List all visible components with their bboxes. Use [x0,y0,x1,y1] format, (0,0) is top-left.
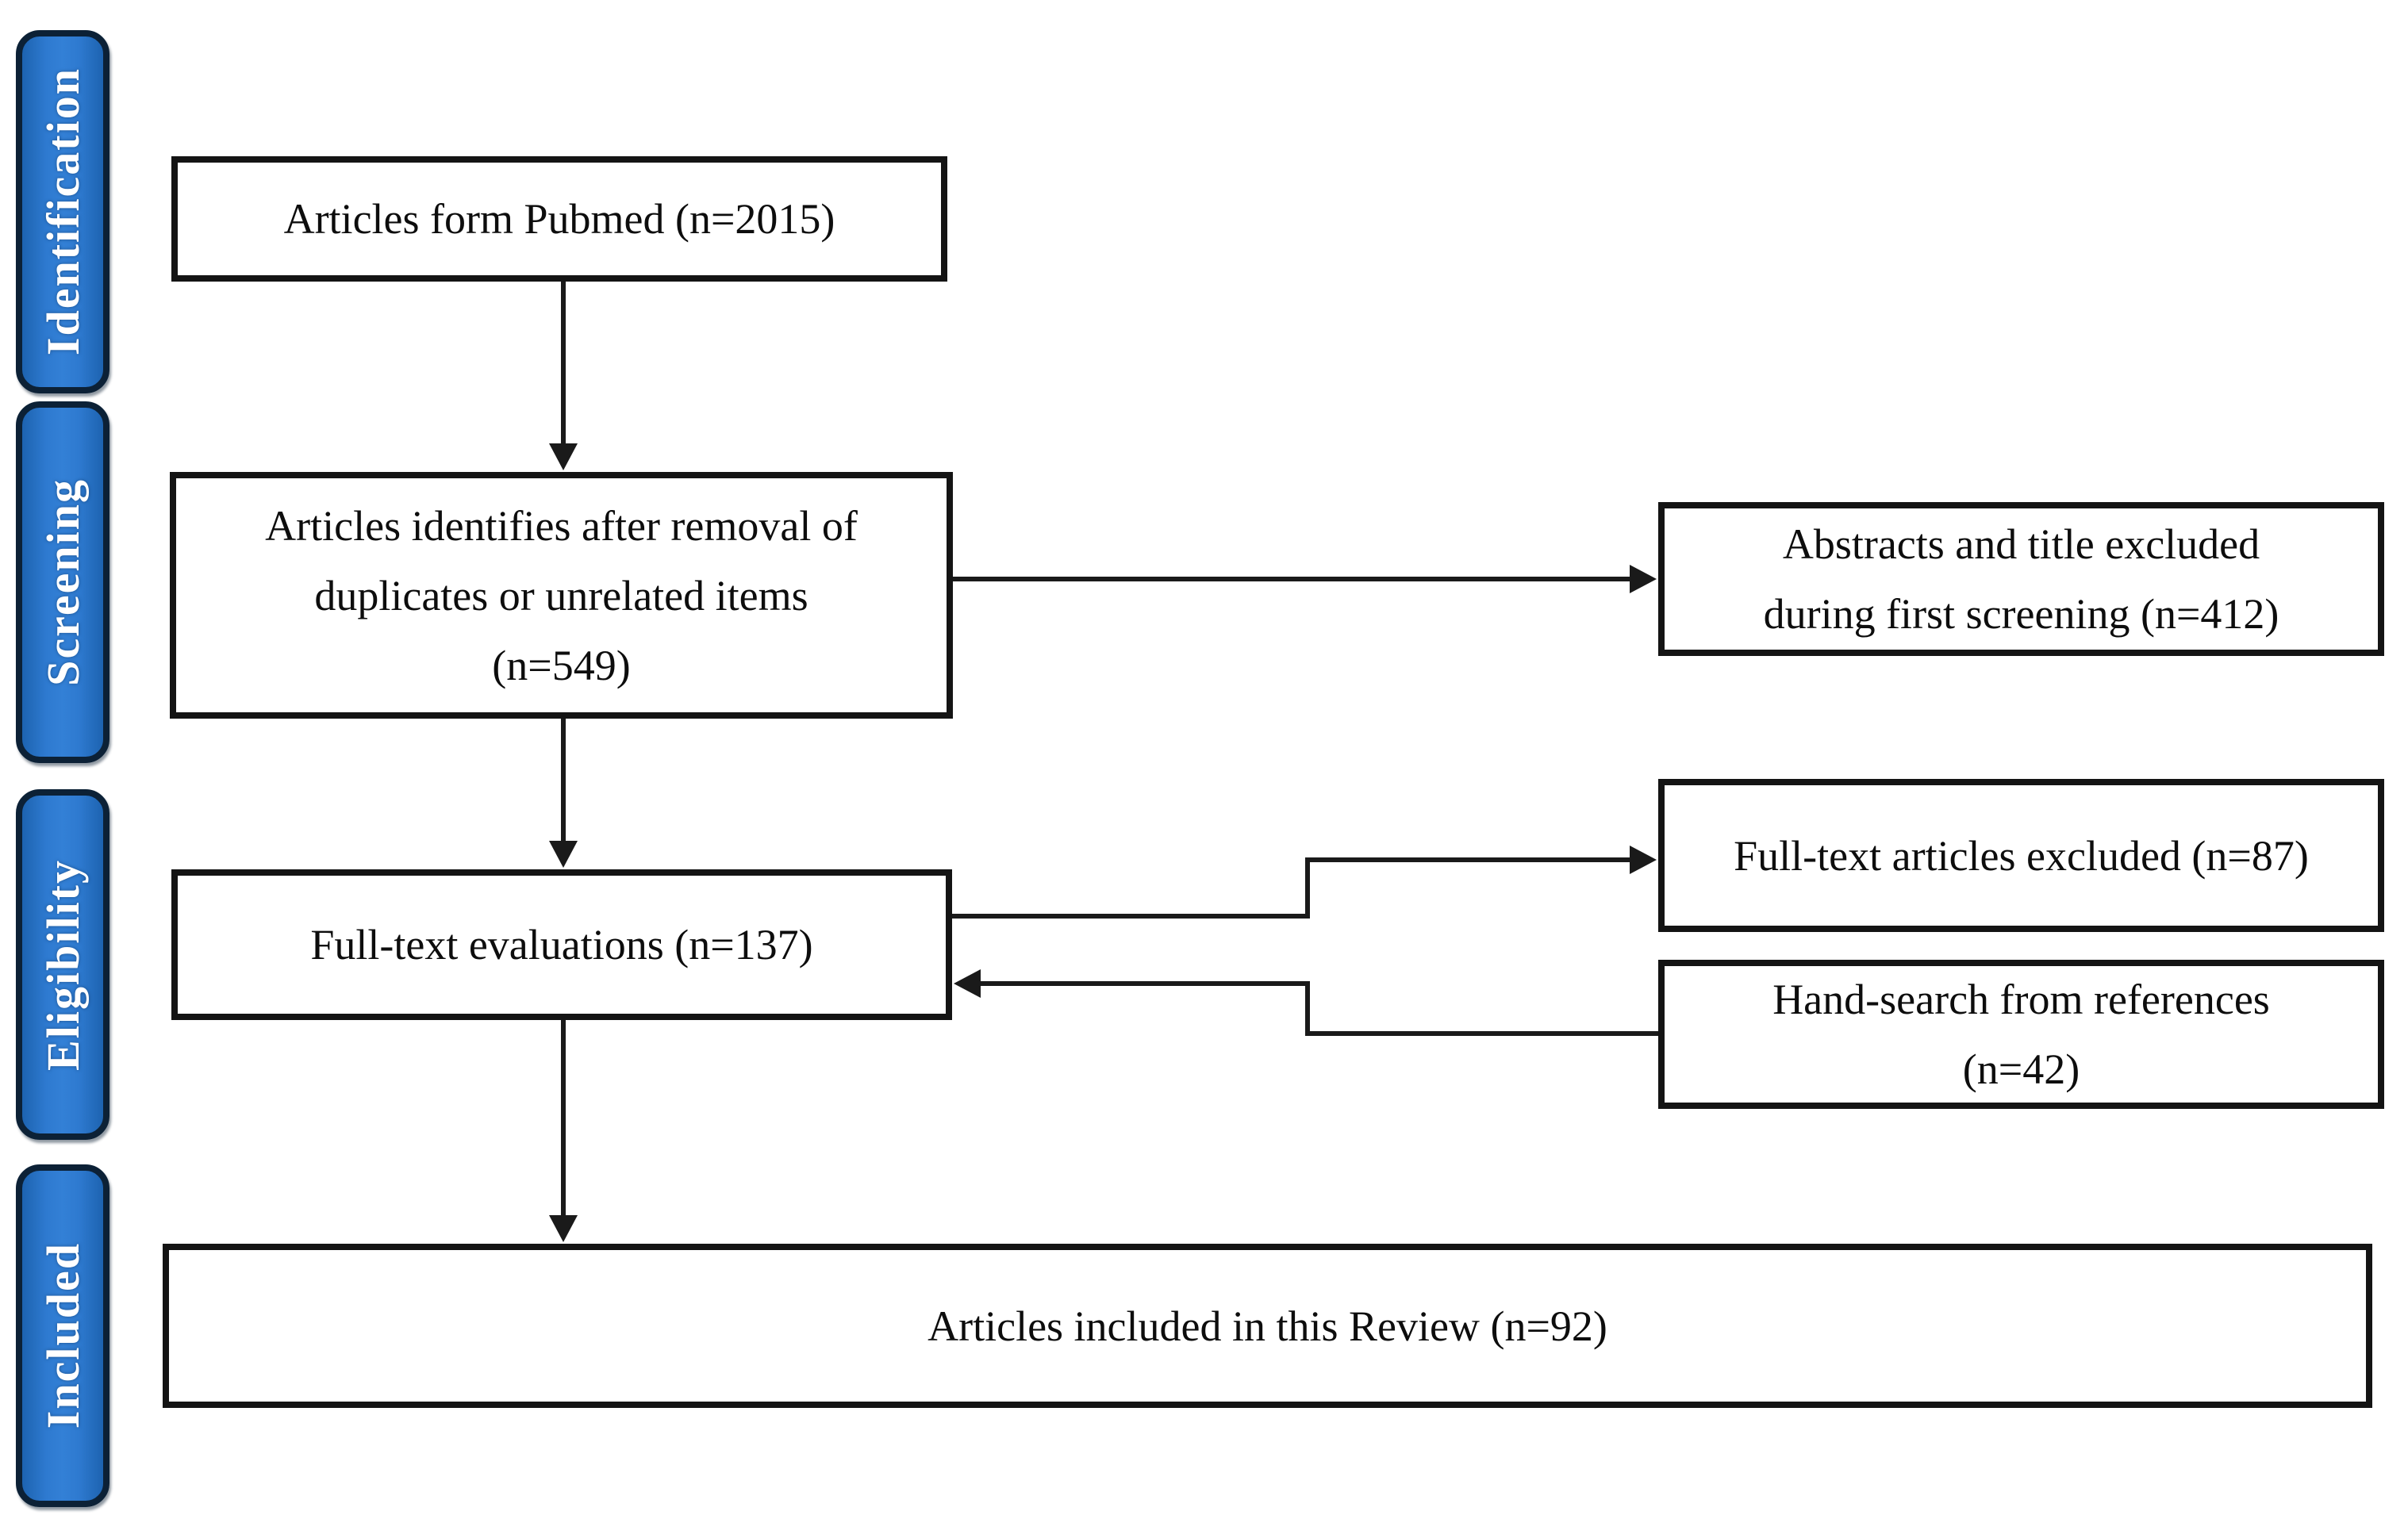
flow-box-identified-line: (n=549) [492,641,631,689]
arrow-fulltext-to-excluded-seg3 [1305,857,1630,862]
flow-box-pubmed: Articles form Pubmed (n=2015) [171,156,947,282]
arrow-identified-to-fulltext-head [549,841,578,868]
arrow-fulltext-to-excluded-seg1 [952,914,1310,919]
stage-label-eligibility-text: Eligibility [36,858,89,1071]
flow-box-handsearch: Hand-search from references (n=42) [1658,960,2384,1109]
arrow-handsearch-to-fulltext-head [954,969,981,998]
arrow-fulltext-to-included-line [561,1020,566,1215]
arrow-identified-to-abstracts-head [1630,565,1657,593]
flow-box-included-text: Articles included in this Review (n=92) [927,1302,1607,1350]
flow-box-abstracts-excluded-line: Abstracts and title excluded [1782,520,2260,568]
flow-box-included: Articles included in this Review (n=92) [163,1244,2372,1408]
flow-box-fulltext-excluded-text: Full-text articles excluded (n=87) [1734,831,2309,880]
arrow-identified-to-fulltext-line [561,719,566,841]
stage-label-included-text: Included [36,1242,89,1429]
flow-box-fulltext-evaluations: Full-text evaluations (n=137) [171,869,952,1020]
stage-label-identification-text: Identification [36,67,89,356]
flow-box-abstracts-excluded: Abstracts and title excluded during firs… [1658,502,2384,656]
flow-box-fulltext-evaluations-text: Full-text evaluations (n=137) [310,921,813,968]
arrow-handsearch-to-fulltext-seg1 [1305,1031,1658,1036]
stage-label-screening: Screening [16,401,109,763]
flow-box-identified-line: Articles identifies after removal of [265,501,858,550]
stage-label-included: Included [16,1164,109,1507]
arrow-handsearch-to-fulltext-seg2 [1305,981,1310,1036]
flow-box-identified-line: duplicates or unrelated items [314,571,808,619]
arrow-fulltext-to-included-head [549,1215,578,1242]
flow-box-fulltext-excluded: Full-text articles excluded (n=87) [1658,779,2384,932]
flow-box-handsearch-line: (n=42) [1962,1045,2080,1093]
stage-label-eligibility: Eligibility [16,789,109,1140]
arrow-identified-to-abstracts-line [953,577,1630,581]
stage-label-identification: Identification [16,30,109,393]
stage-label-screening-text: Screening [36,478,89,686]
arrow-fulltext-to-excluded-seg2 [1305,857,1310,919]
arrow-handsearch-to-fulltext-seg3 [981,981,1310,986]
arrow-pubmed-to-identified-line [561,282,566,443]
flow-box-handsearch-line: Hand-search from references [1772,976,2270,1023]
arrow-pubmed-to-identified-head [549,443,578,470]
flow-box-identified: Articles identifies after removal of dup… [170,472,953,719]
arrow-fulltext-to-excluded-head [1630,846,1657,874]
flow-box-pubmed-text: Articles form Pubmed (n=2015) [283,195,835,243]
flow-box-abstracts-excluded-line: during first screening (n=412) [1763,590,2279,638]
